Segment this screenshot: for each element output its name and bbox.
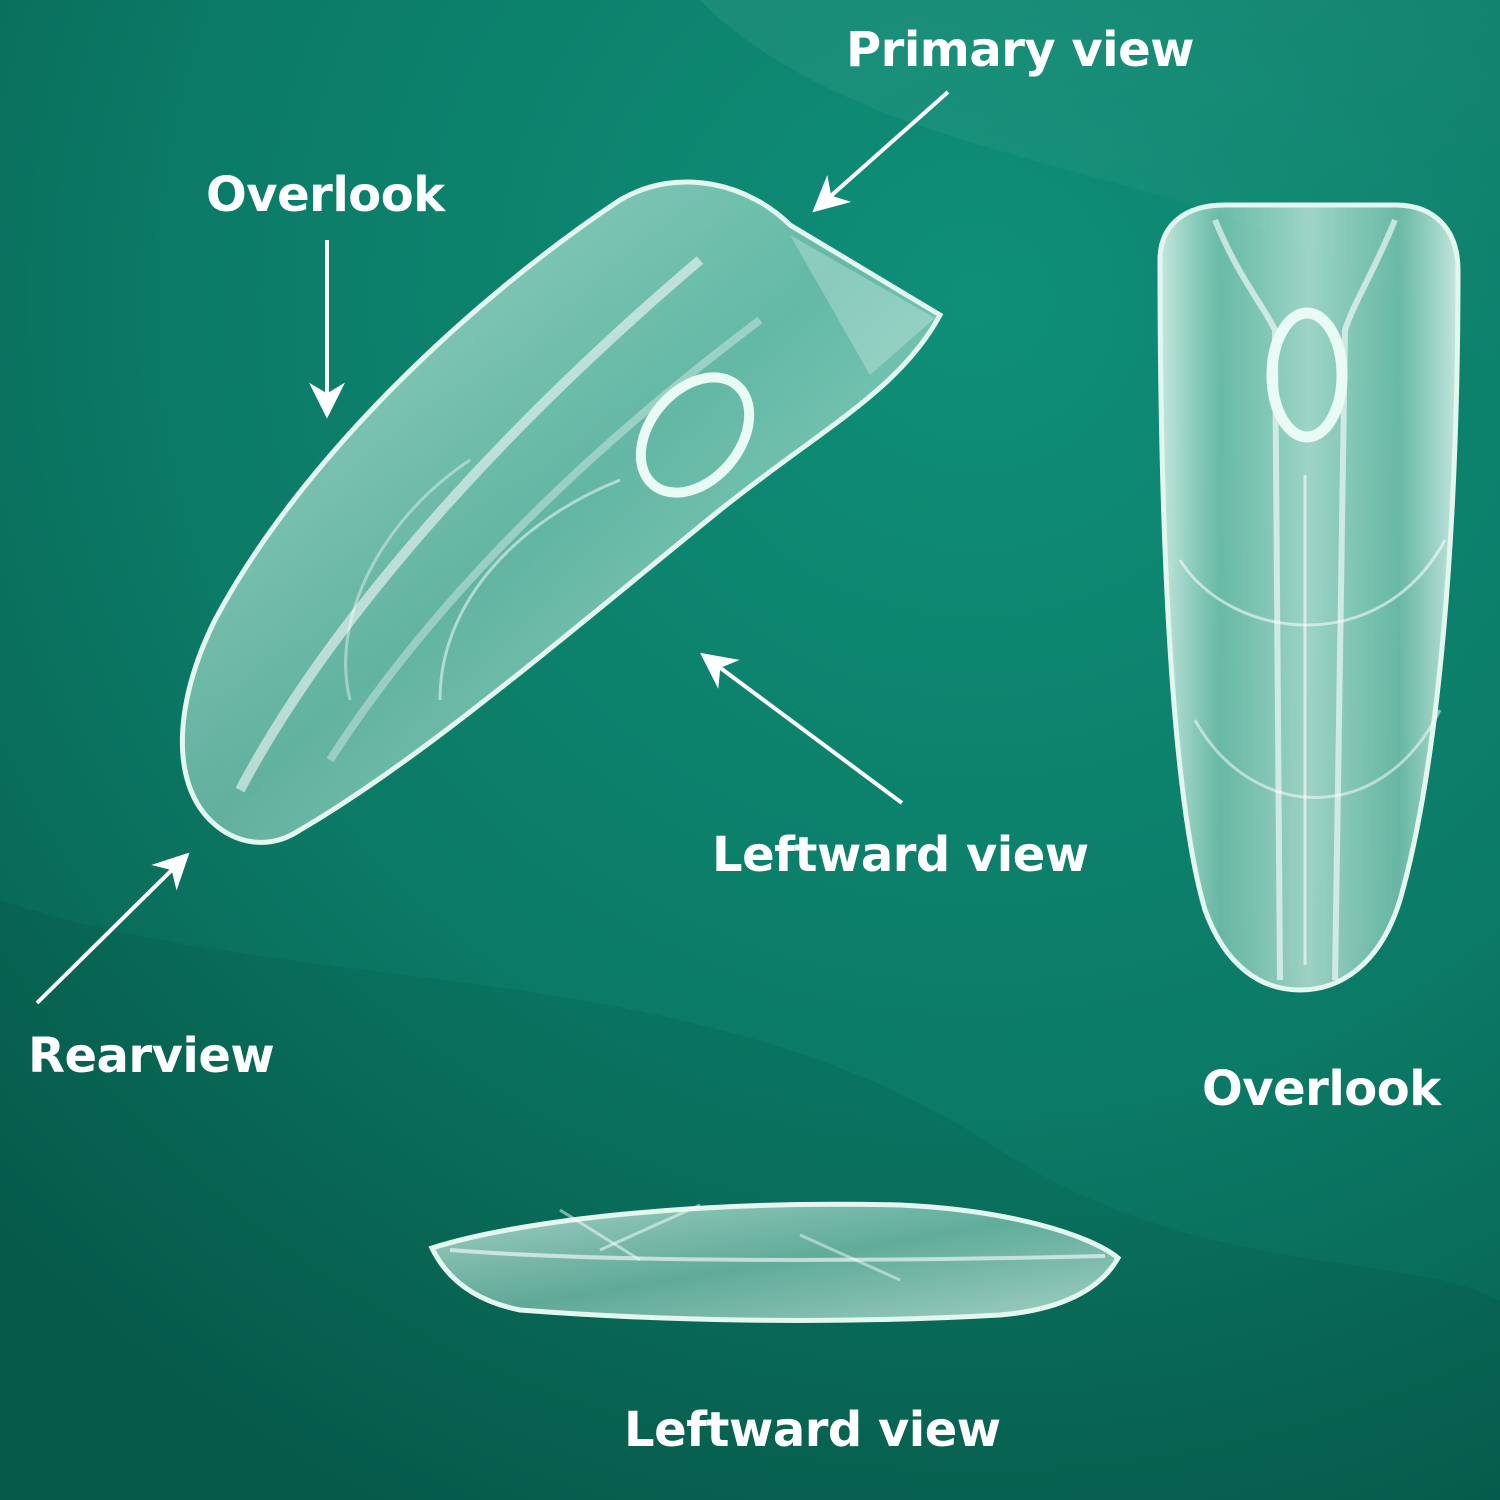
arrow-primary-view	[812, 90, 950, 213]
label-overlook-right: Overlook	[1202, 1061, 1441, 1117]
nail-vertical	[1157, 202, 1461, 993]
label-leftward-view-mid: Leftward view	[712, 827, 1089, 883]
label-leftward-view-bottom: Leftward view	[624, 1402, 1001, 1458]
label-overlook-top: Overlook	[206, 167, 445, 223]
label-primary-view: Primary view	[846, 22, 1195, 78]
nail-side	[428, 1201, 1122, 1323]
arrows	[35, 90, 950, 1005]
nail-diagonal	[180, 179, 944, 845]
arrow-leftward-view	[700, 652, 904, 805]
label-rearview: Rearview	[28, 1028, 275, 1084]
arrow-rearview	[35, 852, 190, 1005]
